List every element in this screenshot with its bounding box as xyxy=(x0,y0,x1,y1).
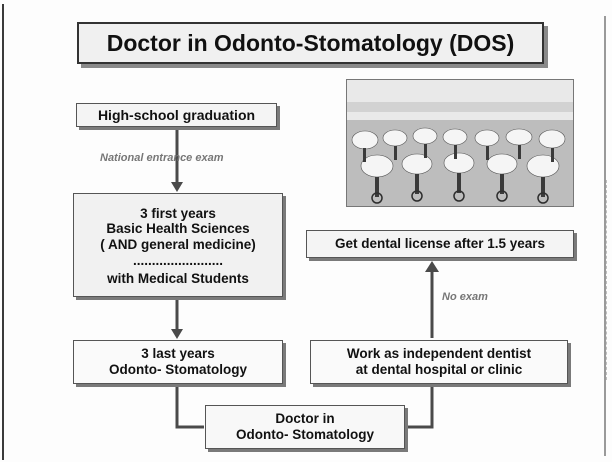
node-high-school-graduation: High-school graduation xyxy=(76,103,277,127)
label-national-entrance-exam: National entrance exam xyxy=(100,152,224,164)
first-years-with-medical-students: with Medical Students xyxy=(107,270,249,286)
work-line-2: at dental hospital or clinic xyxy=(355,362,523,377)
arrow-head-last-years xyxy=(171,329,183,339)
doctor-line-1: Doctor in xyxy=(275,411,335,427)
slide-left-border xyxy=(2,4,4,460)
node-get-dental-license: Get dental license after 1.5 years xyxy=(306,230,574,258)
arrow-head-first-years xyxy=(171,182,183,192)
node-three-last-years: 3 last years Odonto- Stomatology xyxy=(73,340,283,384)
connector-last-years-to-doctor xyxy=(175,386,204,429)
node-work-as-independent-dentist: Work as independent dentist at dental ho… xyxy=(310,340,568,384)
node-three-first-years: 3 first years Basic Health Sciences ( AN… xyxy=(73,193,283,297)
dental-classroom-photo xyxy=(346,79,574,207)
last-years-odonto-stomatology: Odonto- Stomatology xyxy=(109,362,247,377)
page-title: Doctor in Odonto-Stomatology (DOS) xyxy=(77,22,544,64)
first-years-general-medicine: ( AND general medicine) xyxy=(100,236,256,252)
first-years-heading: 3 first years xyxy=(140,205,216,221)
first-years-dotted-separator: ........................ xyxy=(132,253,224,269)
photo-illustration xyxy=(347,80,573,206)
first-years-basic-health-sciences: Basic Health Sciences xyxy=(106,221,250,237)
node-doctor-in-odonto-stomatology: Doctor in Odonto- Stomatology xyxy=(205,405,405,449)
connector-doctor-to-work xyxy=(406,386,434,429)
last-years-heading: 3 last years xyxy=(141,346,215,362)
work-line-1: Work as independent dentist xyxy=(346,346,532,362)
slide-edge-marks xyxy=(606,180,612,380)
label-no-exam: No exam xyxy=(442,291,488,303)
doctor-line-2: Odonto- Stomatology xyxy=(236,427,374,442)
slide-right-border xyxy=(604,16,606,456)
arrow-head-license xyxy=(425,261,439,272)
